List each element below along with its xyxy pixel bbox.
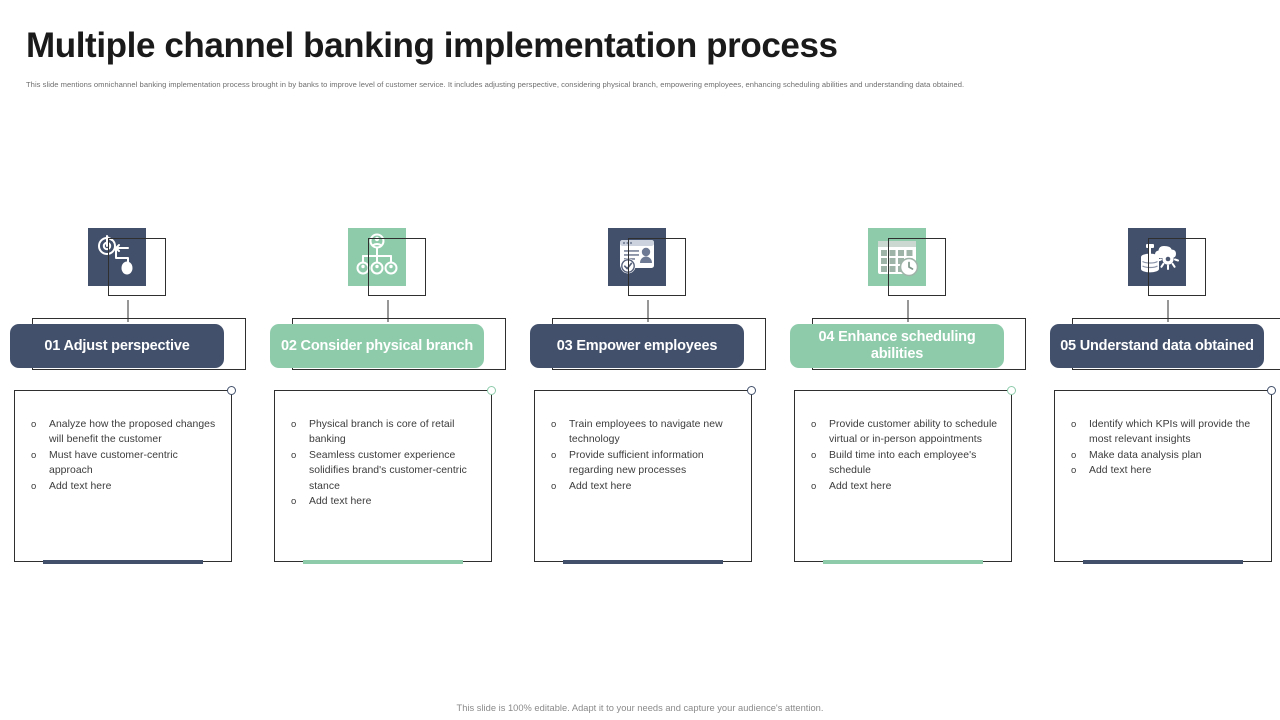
database-cloud-gear-icon [1128, 228, 1186, 286]
connector-line [1167, 300, 1169, 322]
calendar-clock-icon [868, 228, 926, 286]
step-header-block: 03 Empower employees [530, 318, 766, 376]
bullet-item: Seamless customer experience solidifies … [287, 448, 479, 494]
step-accent-bar [563, 559, 723, 564]
bullet-item: Provide sufficient information regarding… [547, 448, 739, 479]
page-subtitle: This slide mentions omnichannel banking … [26, 80, 965, 89]
bullet-list: Identify which KPIs will provide the mos… [1067, 417, 1259, 479]
page-title: Multiple channel banking implementation … [26, 26, 838, 65]
step-header-block: 01 Adjust perspective [10, 318, 246, 376]
icon-outline-frame [368, 238, 426, 296]
bullet-item: Must have customer-centric approach [27, 448, 219, 479]
step-body-card: Identify which KPIs will provide the mos… [1054, 386, 1276, 564]
bullet-item: Make data analysis plan [1067, 448, 1259, 464]
step-icon-group [88, 228, 168, 300]
step-body-card: Train employees to navigate new technolo… [534, 386, 756, 564]
step-header-label: 04 Enhance scheduling abilities [818, 329, 976, 362]
process-step-03: 03 Empower employees Train employees to … [530, 228, 766, 578]
step-header-block: 04 Enhance scheduling abilities [790, 318, 1026, 376]
step-marker-dot [1266, 386, 1276, 395]
step-marker-dot [486, 386, 496, 395]
bullet-item: Physical branch is core of retail bankin… [287, 417, 479, 448]
bullet-item: Add text here [807, 479, 999, 495]
bullet-item: Identify which KPIs will provide the mos… [1067, 417, 1259, 448]
icon-outline-frame [1148, 238, 1206, 296]
bullet-list: Train employees to navigate new technolo… [547, 417, 739, 494]
step-icon-group [608, 228, 688, 300]
process-step-02: 02 Consider physical branch Physical bra… [270, 228, 506, 578]
step-marker-dot [746, 386, 756, 395]
process-step-04: 04 Enhance scheduling abilities Provide … [790, 228, 1026, 578]
step-header-label: 02 Consider physical branch [280, 337, 474, 354]
step-accent-bar [43, 559, 203, 564]
bullet-item: Train employees to navigate new technolo… [547, 417, 739, 448]
process-step-05: 05 Understand data obtained Identify whi… [1050, 228, 1280, 578]
icon-outline-frame [888, 238, 946, 296]
bullet-item: Add text here [547, 479, 739, 495]
step-icon-group [348, 228, 428, 300]
icon-outline-frame [108, 238, 166, 296]
step-accent-bar [1083, 559, 1243, 564]
step-body-card: Physical branch is core of retail bankin… [274, 386, 496, 564]
bullet-item: Build time into each employee's schedule [807, 448, 999, 479]
strategy-target-icon [88, 228, 146, 286]
step-icon-group [868, 228, 948, 300]
footer-note: This slide is 100% editable. Adapt it to… [456, 703, 824, 713]
bullet-list: Analyze how the proposed changes will be… [27, 417, 219, 494]
bullet-list: Provide customer ability to schedule vir… [807, 417, 999, 494]
icon-outline-frame [628, 238, 686, 296]
step-header-block: 02 Consider physical branch [270, 318, 506, 376]
step-marker-dot [226, 386, 236, 395]
connector-line [387, 300, 389, 322]
step-header-label: 03 Empower employees [556, 337, 718, 354]
process-steps-container: 01 Adjust perspective Analyze how the pr… [0, 228, 1280, 578]
step-header-pill[interactable]: 03 Empower employees [530, 324, 744, 368]
step-header-pill[interactable]: 02 Consider physical branch [270, 324, 484, 368]
org-hierarchy-icon [348, 228, 406, 286]
step-body-card: Provide customer ability to schedule vir… [794, 386, 1016, 564]
bullet-item: Add text here [27, 479, 219, 495]
bullet-item: Add text here [287, 494, 479, 510]
connector-line [907, 300, 909, 322]
step-header-pill[interactable]: 05 Understand data obtained [1050, 324, 1264, 368]
bullet-item: Add text here [1067, 463, 1259, 479]
step-marker-dot [1006, 386, 1016, 395]
step-body-card: Analyze how the proposed changes will be… [14, 386, 236, 564]
step-accent-bar [303, 559, 463, 564]
step-accent-bar [823, 559, 983, 564]
step-header-pill[interactable]: 04 Enhance scheduling abilities [790, 324, 1004, 368]
bullet-list: Physical branch is core of retail bankin… [287, 417, 479, 510]
bullet-item: Analyze how the proposed changes will be… [27, 417, 219, 448]
step-header-label: 05 Understand data obtained [1060, 337, 1254, 354]
connector-line [647, 300, 649, 322]
step-header-pill[interactable]: 01 Adjust perspective [10, 324, 224, 368]
connector-line [127, 300, 129, 322]
process-step-01: 01 Adjust perspective Analyze how the pr… [10, 228, 246, 578]
step-header-label: 01 Adjust perspective [44, 337, 190, 354]
bullet-item: Provide customer ability to schedule vir… [807, 417, 999, 448]
step-header-block: 05 Understand data obtained [1050, 318, 1280, 376]
step-icon-group [1128, 228, 1208, 300]
